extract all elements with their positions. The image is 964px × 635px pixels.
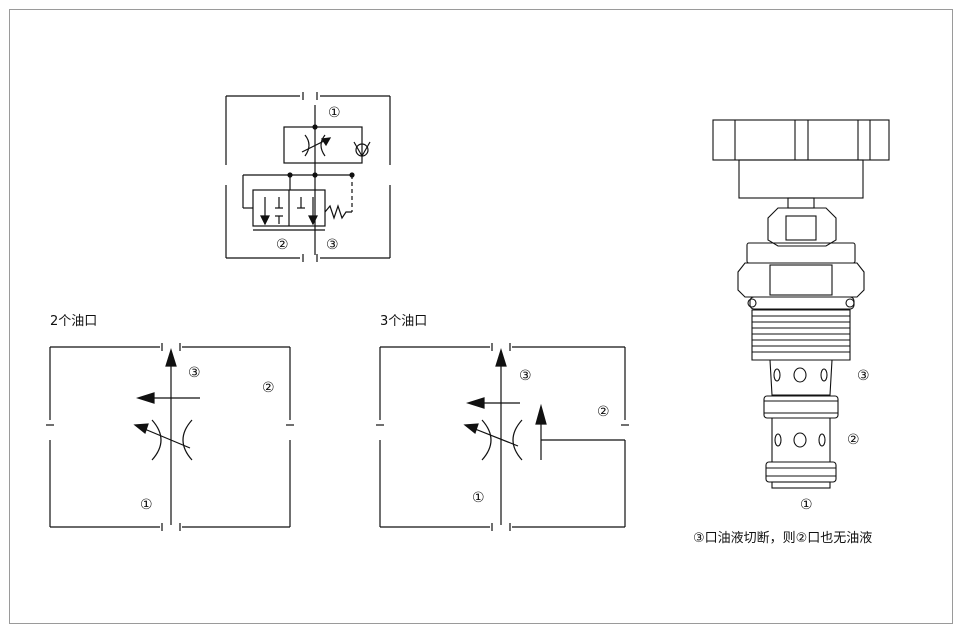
two-port-title: 2个油口 — [50, 314, 98, 329]
three-port-port-2-label: ② — [597, 404, 610, 420]
three-port-port-1-label: ① — [472, 490, 485, 506]
three-port-title: 3个油口 — [380, 314, 428, 329]
three-port-port-3-label: ③ — [519, 368, 532, 384]
two-port-diagram — [46, 343, 294, 531]
symbol-port-3-label: ③ — [326, 237, 339, 253]
two-port-port-2-label: ② — [262, 380, 275, 396]
two-port-port-3-label: ③ — [188, 365, 201, 381]
cartridge-port-1-label: ① — [800, 497, 813, 513]
symbol-port-2-label: ② — [276, 237, 289, 253]
two-port-port-1-label: ① — [140, 497, 153, 513]
symbol-port-1-label: ① — [328, 105, 341, 121]
hydraulic-symbol — [225, 92, 391, 262]
valve-cartridge-drawing — [712, 119, 890, 489]
figure-frame — [9, 9, 953, 624]
cartridge-port-2-label: ② — [847, 432, 860, 448]
cartridge-port-3-label: ③ — [857, 368, 870, 384]
three-port-diagram — [376, 343, 629, 531]
cartridge-caption: ③口油液切断，则②口也无油液 — [693, 531, 873, 546]
